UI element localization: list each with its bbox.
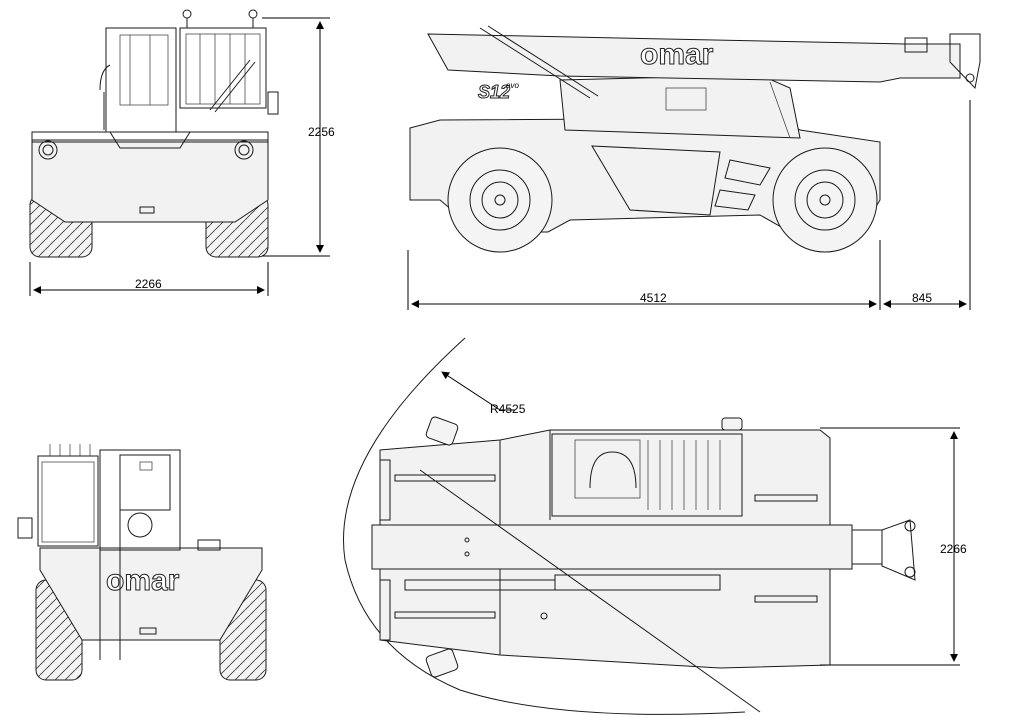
dim-front-height: 2256: [308, 125, 335, 139]
rear-cab: [37, 455, 99, 547]
rear-view: omar: [17, 444, 267, 681]
front-boom: [105, 27, 177, 133]
rear-body: [39, 547, 263, 641]
dim-side-overhang: 845: [912, 291, 932, 305]
side-model-badge: S12: [478, 82, 510, 102]
top-tyre-front-left: [425, 416, 459, 446]
side-cab: [559, 74, 801, 139]
side-rear-wheel: [772, 147, 878, 253]
front-cab: [179, 27, 267, 109]
side-logo: omar: [640, 38, 714, 71]
top-cab: [551, 433, 743, 517]
side-model-suffix: evo: [506, 81, 519, 90]
side-view: omar S12 evo 4512 845: [407, 25, 981, 310]
front-body: [31, 139, 269, 223]
dim-swing-radius: R4525: [490, 402, 526, 416]
top-view: R4525: [343, 337, 967, 715]
side-front-wheel: [447, 147, 553, 253]
side-boom: [427, 33, 961, 83]
top-tyre-front-right: [425, 648, 459, 678]
rear-logo: omar: [106, 564, 180, 597]
dim-side-length: 4512: [640, 291, 667, 305]
front-view: 2256 2266: [29, 9, 335, 296]
dim-front-width: 2266: [135, 277, 162, 291]
top-boom: [371, 524, 853, 570]
dim-top-width: 2266: [940, 542, 967, 556]
